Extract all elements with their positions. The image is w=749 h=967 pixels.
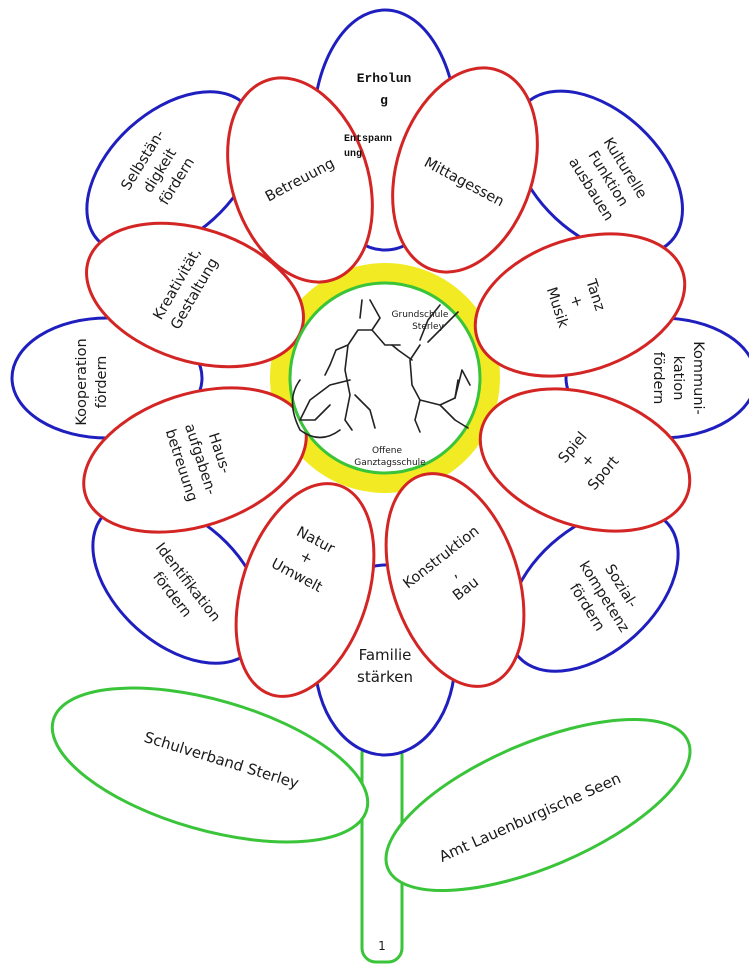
center-school-line1: Grundschule [392,310,449,320]
petal-mittagessen [391,66,539,274]
stem-group: Schulverband Sterley Amt Lauenburgische … [50,686,692,964]
petal-tanz [473,232,687,378]
center-school-line4: Ganztagsschule [354,458,426,468]
leaf-right [384,717,692,893]
petal-spiel [478,387,692,533]
label-kommunikation-1: Kommuni- [690,341,706,415]
label-kooperation-2: fördern [94,356,110,409]
label-kommunikation-3: fördern [650,352,666,405]
label-familie-2: stärken [357,668,413,686]
label-tanz-2: + [566,293,585,310]
label-entspannung-1: Entspann [344,134,392,145]
page-number: 1 [378,939,386,953]
label-entspannung-2: ung [344,149,362,160]
leaf-left [50,686,370,844]
petal-konstruktion [384,472,526,688]
petal-sozial [506,507,680,673]
center-ring [288,281,482,475]
center-school-line2: Sterley [412,322,445,332]
petal-natur [234,482,376,698]
fox-and-hare-drawing [291,299,471,439]
center-school-line3: Offene [372,446,403,456]
label-kommunikation-2: kation [670,356,686,401]
petal-betreuung [226,76,374,284]
label-erholung-1: Erholun [357,71,412,86]
label-kooperation-1: Kooperation [74,338,90,425]
label-familie-1: Familie [359,646,412,664]
label-erholung-2: g [380,93,388,108]
inner-petals [82,66,692,698]
